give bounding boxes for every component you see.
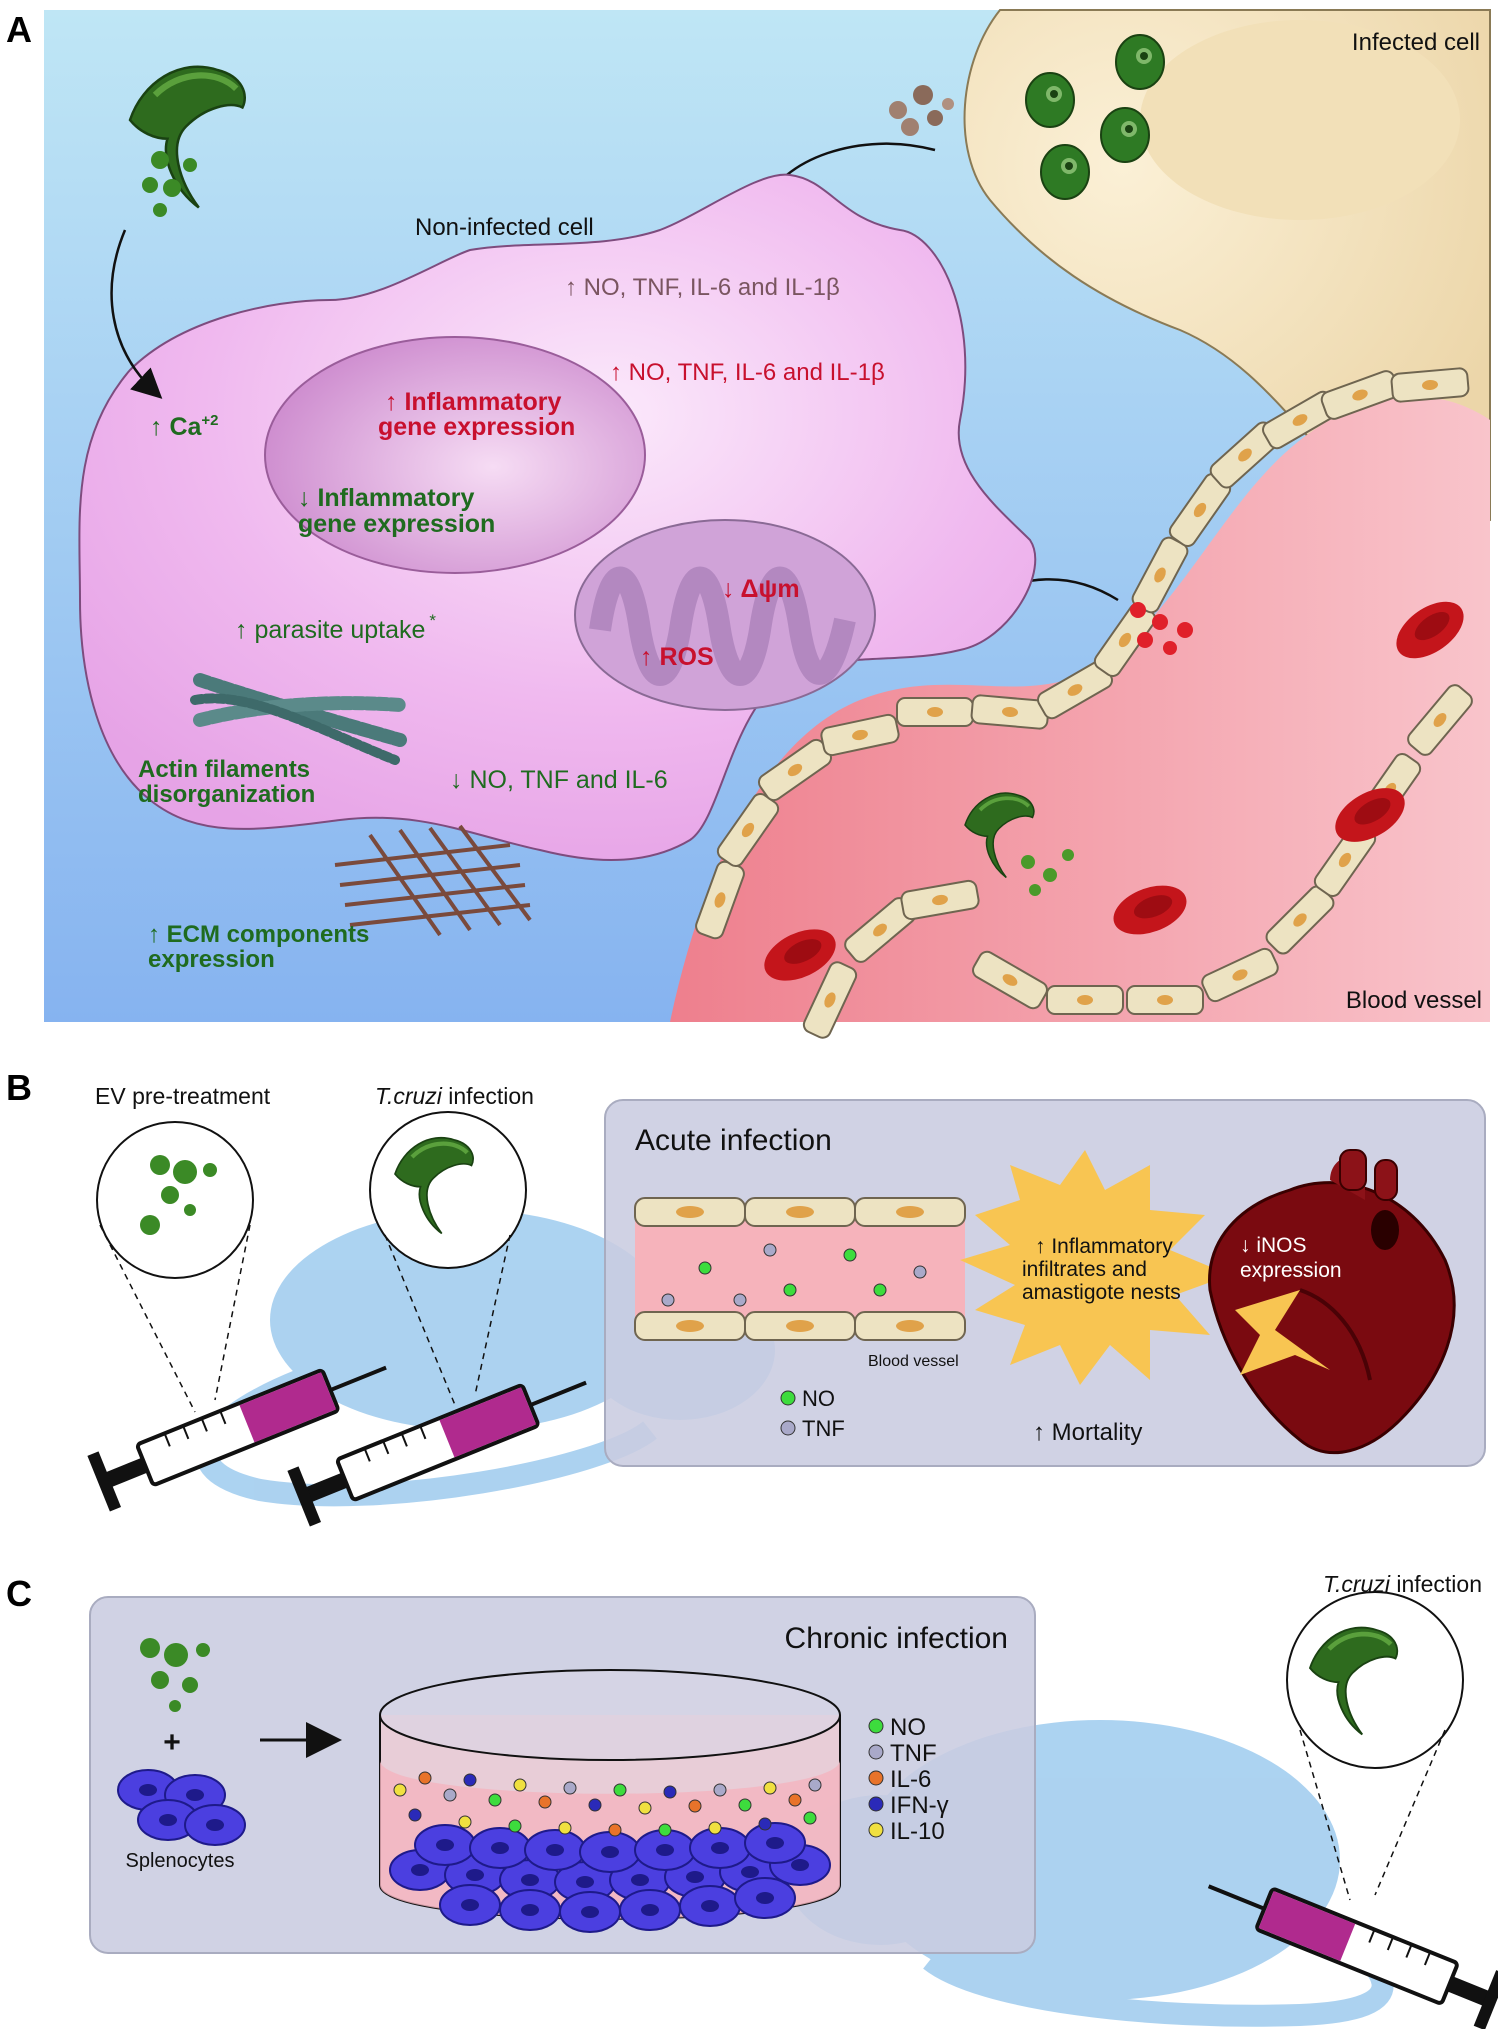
ros-label: ↑ ROS	[640, 643, 714, 671]
inflam-up-line1: ↑ Inflammatory	[385, 388, 562, 416]
infection-text: infection	[442, 1083, 534, 1109]
zoom-line	[1299, 1729, 1351, 1901]
legend-ifng: IFN-γ	[890, 1792, 949, 1819]
legend-swatch-tnf	[868, 1744, 884, 1760]
tcruzi-zoom-circle-c	[1286, 1591, 1464, 1769]
tcruzi-infection-label-c: T.cruzi infection	[1323, 1571, 1482, 1597]
chronic-infection-title: Chronic infection	[785, 1622, 1008, 1655]
legend-swatch-il6	[868, 1770, 884, 1786]
cytokines-up-brown: ↑ NO, TNF, IL-6 and IL-1β	[565, 274, 840, 301]
cytokines-up-red: ↑ NO, TNF, IL-6 and IL-1β	[610, 359, 885, 386]
panel-label-c: C	[6, 1573, 32, 1614]
ev-pretreatment-label: EV pre-treatment	[95, 1083, 271, 1109]
zoom-line	[384, 1234, 456, 1406]
ev-green-cluster	[142, 151, 197, 217]
ev-red-cluster	[1130, 602, 1193, 655]
inflam-infiltrates-line2: infiltrates and	[1022, 1258, 1147, 1281]
inos-line2: expression	[1240, 1259, 1342, 1282]
heart-illustration	[1208, 1149, 1456, 1455]
zoom-line	[214, 1224, 251, 1401]
amastigote	[1040, 144, 1090, 200]
legend-swatch-no-b	[780, 1390, 796, 1406]
dish-splenocytes	[389, 1822, 831, 1933]
legend-il6: IL-6	[890, 1766, 931, 1793]
inflam-down-line2: gene expression	[298, 510, 495, 538]
calcium-label: ↑ Ca+2	[150, 412, 219, 441]
non-infected-cell-label: Non-infected cell	[415, 214, 594, 241]
parasite-uptake-asterisk: *	[429, 611, 436, 630]
parasite-uptake-text: ↑ parasite uptake	[235, 616, 425, 644]
inflam-down-line1: ↓ Inflammatory	[298, 484, 475, 512]
heart-lightning	[1235, 1290, 1330, 1375]
delta-psi-label: ↓ Δψm	[722, 575, 800, 603]
blood-vessel-a	[670, 396, 1490, 1022]
actin-label-line2: disorganization	[138, 781, 315, 808]
ev-zoom-vesicles	[140, 1155, 217, 1235]
acute-vessel-endothelium	[634, 1197, 966, 1341]
panel-c: C Chronic infection + Splenocytes	[6, 1571, 1498, 2029]
chronic-legend: NO TNF IL-6 IFN-γ IL-10	[868, 1714, 949, 1845]
actin-label-line1: Actin filaments	[138, 756, 310, 783]
legend-tnf-b: TNF	[802, 1416, 845, 1441]
acute-vessel-cytokines	[661, 1243, 927, 1307]
legend-il10: IL-10	[890, 1818, 945, 1845]
panel-label-b: B	[6, 1067, 32, 1108]
blood-vessel-label: Blood vessel	[1346, 987, 1482, 1014]
no-tnf-il6-down-label: ↓ NO, TNF and IL-6	[450, 766, 668, 794]
calcium-text: ↑ Ca	[150, 413, 203, 441]
splenocytes-label: Splenocytes	[126, 1850, 235, 1872]
ecm-label-line2: expression	[148, 946, 275, 973]
legend-no: NO	[890, 1714, 926, 1741]
mitochondrion	[574, 519, 876, 711]
tcruzi-zoom-circle	[369, 1111, 527, 1269]
infection-text-c: infection	[1390, 1571, 1482, 1597]
ecm-mesh	[334, 824, 532, 937]
acute-blood-vessel-label: Blood vessel	[868, 1353, 959, 1370]
mortality-label: ↑ Mortality	[1033, 1419, 1142, 1446]
actin-filaments	[190, 673, 407, 765]
inflam-infiltrates-line1: ↑ Inflammatory	[1035, 1235, 1173, 1258]
legend-swatch-il10	[868, 1822, 884, 1838]
amastigote	[1025, 72, 1075, 128]
inos-line1: ↓ iNOS	[1240, 1234, 1307, 1257]
inflammation-starburst	[960, 1150, 1230, 1385]
zoom-line	[99, 1224, 196, 1413]
legend-swatch-ifng	[868, 1796, 884, 1812]
vessel-ev-cluster	[1021, 849, 1074, 896]
legend-swatch-tnf-b	[780, 1420, 796, 1436]
parasite-uptake-label: ↑ parasite uptake*	[235, 611, 436, 644]
panel-a: Infected cell	[6, 9, 1491, 1042]
acute-vessel	[635, 1218, 965, 1318]
amastigote	[1100, 107, 1150, 163]
ev-brown-cluster	[889, 85, 954, 136]
legend-swatch-no	[868, 1718, 884, 1734]
dish-cytokines	[393, 1771, 822, 1837]
legend-no-b: NO	[802, 1386, 835, 1411]
green-ev-arrow	[110, 229, 163, 399]
inflam-up-line2: gene expression	[378, 413, 575, 441]
tcruzi-infection-label-b: T.cruzi infection	[375, 1083, 534, 1109]
nucleus	[264, 336, 646, 574]
legend-tnf: TNF	[890, 1740, 937, 1767]
chronic-ev-cluster	[140, 1638, 210, 1712]
plus-sign: +	[163, 1726, 181, 1759]
zoom-line	[474, 1234, 511, 1396]
inflam-infiltrates-line3: amastigote nests	[1022, 1281, 1181, 1304]
tcruzi-italic: T.cruzi	[375, 1083, 443, 1109]
infected-cell-nucleus	[1140, 20, 1460, 220]
amastigote	[1115, 34, 1165, 90]
calcium-superscript: +2	[201, 412, 218, 429]
infected-cell-label: Infected cell	[1352, 29, 1480, 56]
zoom-line	[1374, 1729, 1446, 1896]
acute-infection-title: Acute infection	[635, 1124, 832, 1157]
panel-label-a: A	[6, 9, 32, 50]
panel-b: B EV pre-treatment T.cruzi infection	[6, 1067, 1486, 1529]
ecm-label-line1: ↑ ECM components	[148, 921, 369, 948]
